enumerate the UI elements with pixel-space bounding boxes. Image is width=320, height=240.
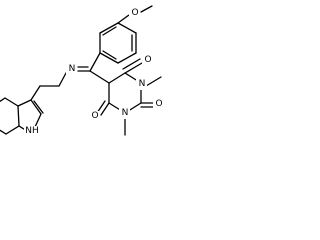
atom-label-n3: N	[122, 108, 129, 118]
bond-n-ch2	[58, 72, 67, 87]
atom-o-upper: O	[142, 55, 153, 66]
bond-c3a-c4	[4, 97, 19, 107]
atom-labels: O N O N O N O NH	[24, 8, 164, 137]
bond-c2-nh	[34, 113, 42, 128]
bond-c3-c2-double	[33, 100, 44, 114]
bond-aryl-cimine	[89, 52, 101, 72]
bond-c7-c6	[0, 129, 7, 135]
bond-c3-c2	[30, 99, 42, 115]
bond-c4-o-upper	[124, 62, 143, 74]
bond-c3-c3a	[17, 99, 32, 107]
molecule-structure: O N O N O N O NH	[0, 5, 164, 137]
bond-c5-c4	[108, 72, 126, 84]
atom-o-lower: O	[89, 111, 100, 122]
bond-ring-d	[117, 52, 137, 64]
bond-ring-a-inner	[102, 26, 117, 36]
bond-ring-a	[99, 22, 119, 34]
bond-c4-c5	[0, 97, 6, 103]
atom-o-mid: O	[153, 99, 164, 110]
bond-c4-o-upper-double	[122, 58, 141, 70]
bond-c6-o-lower	[100, 102, 110, 116]
bond-ring-c-inner	[102, 50, 117, 60]
bond-ring-f	[117, 22, 137, 34]
atom-label-o-mid: O	[155, 99, 162, 109]
atom-label-nh-indole: NH	[25, 126, 39, 136]
atom-label-n-imine: N	[69, 64, 76, 74]
atom-n-imine: N	[66, 64, 77, 75]
atom-n1: N	[136, 79, 147, 90]
bond-c3a-c7a	[17, 105, 20, 127]
bond-o-aryl	[117, 14, 130, 24]
bond-c7a-c7	[5, 125, 20, 135]
atom-label-o-upper: O	[144, 55, 151, 65]
atom-label-o-lower: O	[91, 111, 98, 121]
bond-methyl-o	[140, 5, 153, 13]
bond-cimine-c5	[89, 70, 110, 84]
bonds	[0, 5, 162, 136]
atom-n3: N	[119, 108, 130, 119]
bond-n1-methyl	[145, 76, 162, 87]
bond-ring-c	[99, 52, 119, 64]
atom-nh-indole: NH	[24, 126, 40, 137]
bond-ch2-indole	[30, 85, 41, 101]
atom-o-methoxy: O	[129, 8, 140, 19]
atom-label-o-methoxy: O	[131, 8, 138, 18]
atom-label-n1: N	[139, 79, 146, 89]
